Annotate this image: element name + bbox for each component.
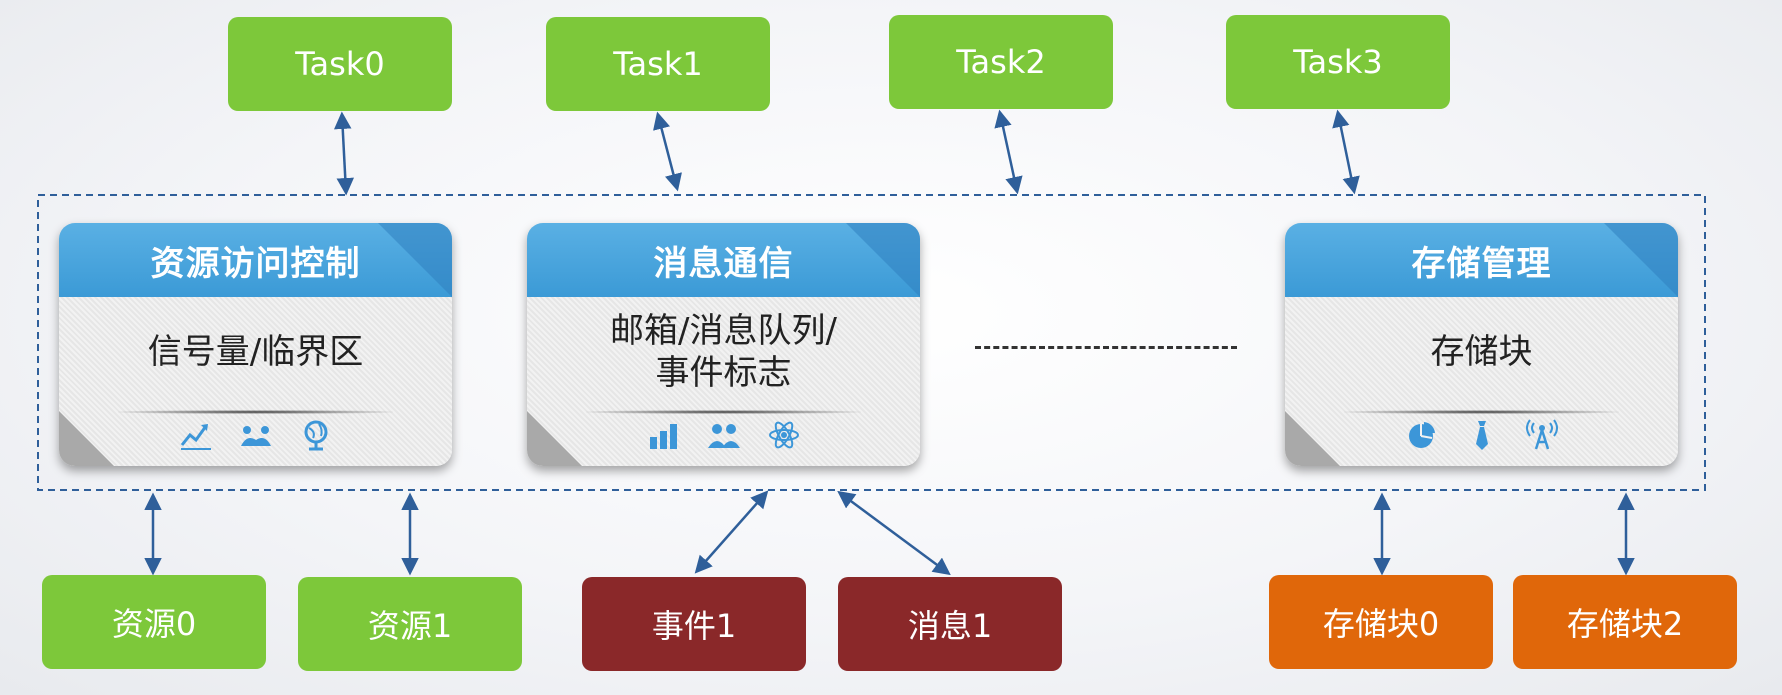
- event1-link: [694, 490, 769, 574]
- panel-corner: [527, 411, 582, 466]
- pie-chart-icon: [1408, 422, 1435, 448]
- panel-fold: [378, 223, 452, 297]
- panel-icons: [59, 418, 452, 452]
- task-0: Task0: [228, 17, 452, 111]
- globe-icon: [304, 420, 327, 451]
- panel-divider: [1343, 410, 1620, 414]
- storage-block-0: 存储块0: [1269, 575, 1493, 669]
- bar-chart-icon: [649, 424, 677, 449]
- task-1: Task1: [546, 17, 770, 111]
- resource-1: 资源1: [298, 577, 522, 671]
- task3-link: [1332, 109, 1360, 195]
- panel-corner: [1285, 411, 1340, 466]
- message-communication-panel: 消息通信 邮箱/消息队列/ 事件标志: [527, 223, 920, 466]
- panel-icons: [1285, 418, 1678, 452]
- panel-fold: [1604, 223, 1678, 297]
- panel-fold: [846, 223, 920, 297]
- message-1: 消息1: [838, 577, 1062, 671]
- task1-link: [653, 111, 682, 192]
- resource-0: 资源0: [42, 575, 266, 669]
- ellipsis-separator: [975, 346, 1237, 349]
- resource-access-control-panel: 资源访问控制 信号量/临界区: [59, 223, 452, 466]
- line-chart-icon: [180, 424, 211, 450]
- antenna-icon: [1525, 419, 1558, 450]
- task-2: Task2: [889, 15, 1113, 109]
- panel-corner: [59, 411, 114, 466]
- task2-link: [994, 109, 1023, 195]
- atom-icon: [768, 421, 799, 449]
- task0-link: [333, 111, 355, 196]
- panel-body: 邮箱/消息队列/ 事件标志: [610, 311, 837, 393]
- handshake-icon: [240, 426, 271, 446]
- kernel-boundary: [37, 194, 1706, 491]
- panel-body: 存储块: [1430, 332, 1533, 372]
- storage-management-panel: 存储管理 存储块: [1285, 223, 1678, 466]
- storage-block-2: 存储块2: [1513, 575, 1737, 669]
- tie-icon: [1475, 421, 1488, 450]
- people-icon: [707, 424, 740, 448]
- panel-divider: [585, 410, 862, 414]
- panel-divider: [117, 410, 394, 414]
- panel-icons: [527, 418, 920, 452]
- panel-body: 信号量/临界区: [147, 332, 364, 372]
- event-1: 事件1: [582, 577, 806, 671]
- message1-link: [837, 490, 951, 576]
- task-3: Task3: [1226, 15, 1450, 109]
